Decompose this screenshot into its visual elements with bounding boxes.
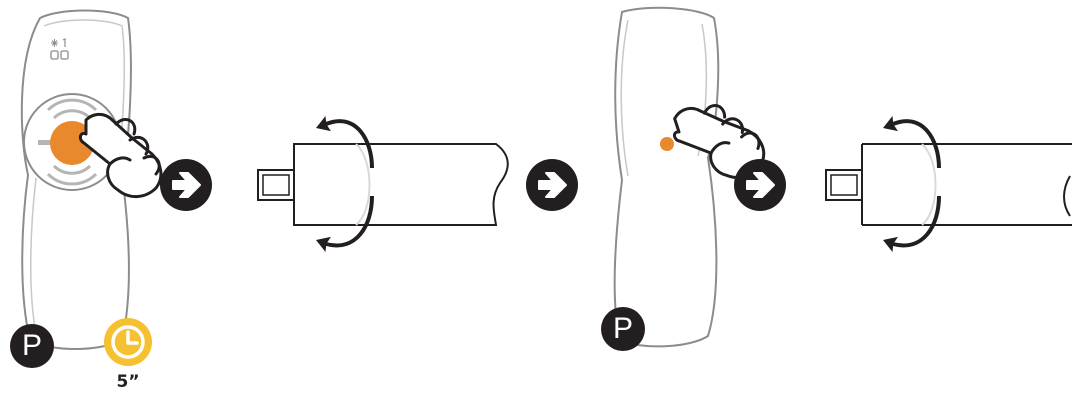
step2-tube-motor: [257, 116, 509, 252]
channel-icon: [50, 38, 69, 60]
step1-remote: [20, 9, 132, 350]
tube-motor-icon: [355, 143, 371, 226]
step4-tube-motor: [825, 116, 1072, 252]
program-button: [660, 137, 674, 151]
timer-clock-graphic: [104, 318, 152, 366]
program-badge: P: [10, 324, 54, 368]
arrow-right-icon: [733, 158, 787, 212]
arrow-right-icon: [159, 158, 213, 212]
hold-duration-label: 5”: [116, 372, 140, 392]
arrow-right-icon: [525, 158, 579, 212]
program-badge: P: [601, 307, 645, 351]
remote-back-outline: [613, 6, 720, 348]
tube-body-outline: [293, 143, 509, 226]
clock-icon: [104, 318, 152, 366]
rotate-arrows-icon: [313, 116, 374, 252]
tube-motor-icon: [921, 143, 937, 226]
rotate-arrows-icon: [880, 116, 941, 252]
tube-body-outline: [862, 143, 1072, 226]
step3-remote-back: [613, 6, 720, 348]
